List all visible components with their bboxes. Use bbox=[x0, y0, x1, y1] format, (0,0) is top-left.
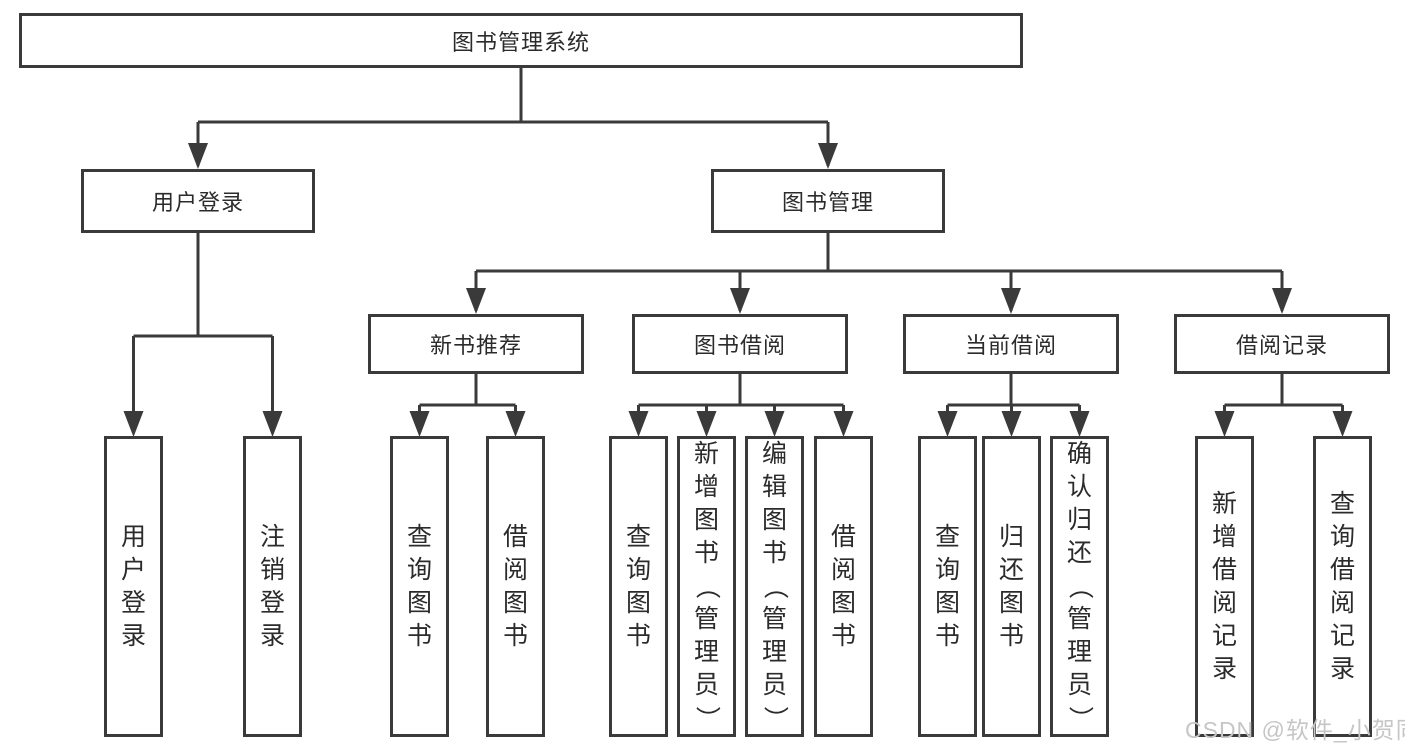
node-user-login: 用户登录 bbox=[81, 169, 315, 233]
leaf-edit-books-admin: 编辑图书（管理员） bbox=[745, 436, 804, 737]
node-current-borrow: 当前借阅 bbox=[903, 314, 1119, 374]
connector-group bbox=[132, 68, 1344, 433]
leaf-query-books-2: 查询图书 bbox=[609, 436, 668, 737]
leaf-borrow-books: 借阅图书 bbox=[486, 436, 545, 737]
leaf-query-borrow-record: 查询借阅记录 bbox=[1313, 436, 1372, 737]
leaf-add-borrow-record: 新增借阅记录 bbox=[1195, 436, 1254, 737]
leaf-query-books: 查询图书 bbox=[390, 436, 449, 737]
node-borrow-records: 借阅记录 bbox=[1174, 314, 1390, 374]
csdn-watermark: CSDN @软件_小贺同学 bbox=[1185, 717, 1405, 743]
leaf-add-books-admin: 新增图书（管理员） bbox=[677, 436, 736, 737]
leaf-query-books-3: 查询图书 bbox=[918, 436, 977, 737]
leaf-borrow-books-2: 借阅图书 bbox=[814, 436, 873, 737]
node-book-borrow: 图书借阅 bbox=[632, 314, 848, 374]
node-root-library-system: 图书管理系统 bbox=[19, 13, 1023, 68]
leaf-return-books: 归还图书 bbox=[982, 436, 1041, 737]
leaf-logout: 注销登录 bbox=[243, 436, 302, 737]
node-new-book-recommend: 新书推荐 bbox=[368, 314, 584, 374]
leaf-user-login: 用户登录 bbox=[104, 436, 163, 737]
arrowheads bbox=[123, 143, 1353, 437]
node-book-management: 图书管理 bbox=[711, 169, 945, 233]
leaf-confirm-return-admin: 确认归还（管理员） bbox=[1050, 436, 1109, 737]
